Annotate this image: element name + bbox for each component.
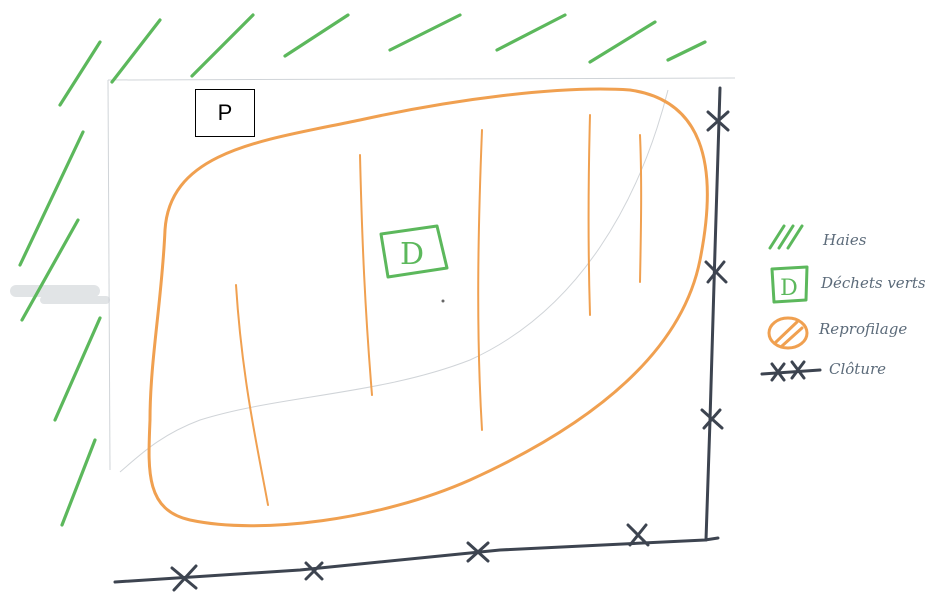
green-waste-box xyxy=(379,224,449,279)
fence-line xyxy=(113,86,722,584)
guide-line-left xyxy=(107,79,111,471)
legend-label-reprofiling: Reprofilage xyxy=(819,320,908,338)
smudge-mark xyxy=(10,285,110,304)
legend-label-green-waste: Déchets verts xyxy=(821,274,926,292)
green-waste-marker: D xyxy=(379,224,449,279)
parcel-label-box: P xyxy=(195,89,255,137)
legend-hedge-symbol xyxy=(768,224,804,250)
legend-label-fence: Clôture xyxy=(829,360,887,378)
fence-crosses xyxy=(170,110,730,592)
guide-line-curve xyxy=(119,89,669,473)
guide-line-top xyxy=(107,77,736,81)
legend-reprofiling-symbol xyxy=(767,316,809,350)
parcel-label: P xyxy=(217,100,233,125)
green-waste-letter: D xyxy=(400,237,424,272)
reprofiling-outline xyxy=(147,87,709,528)
legend-green-waste-letter: D xyxy=(780,276,798,301)
hedge-strokes xyxy=(18,13,707,527)
pencil-dot xyxy=(441,299,445,303)
legend-green-waste-symbol: D xyxy=(770,265,809,304)
guide-lines xyxy=(107,77,736,473)
legend-label-hedges: Haies xyxy=(823,231,867,249)
legend-fence-symbol xyxy=(760,360,822,382)
reprofiling-zone xyxy=(147,87,709,528)
reprofiling-hatching xyxy=(235,114,643,506)
